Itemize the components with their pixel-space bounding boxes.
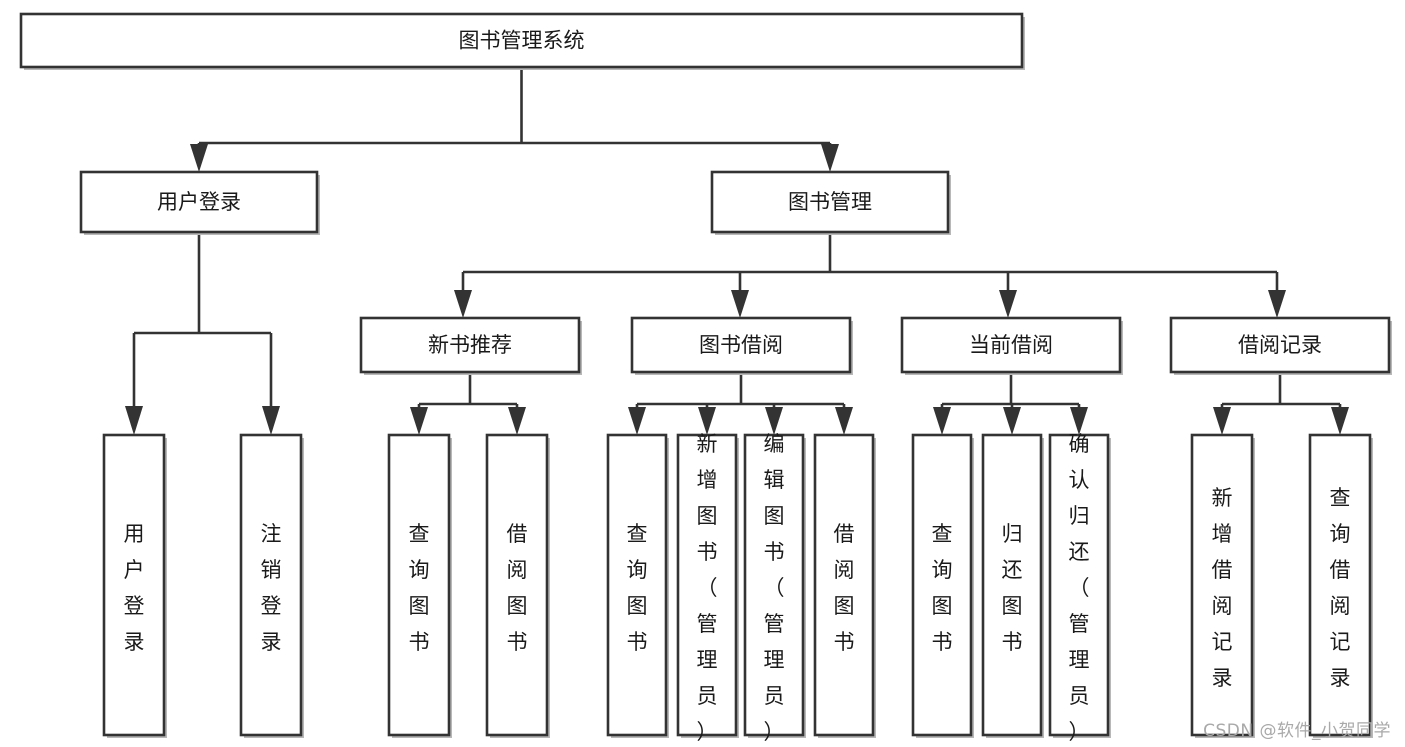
node-user-login[interactable]: 用户登录 xyxy=(79,170,320,235)
arrowhead-leaf-user-login xyxy=(125,406,143,435)
node-label: 查询图书 xyxy=(627,522,648,654)
node-root[interactable]: 图书管理系统 xyxy=(19,12,1025,70)
node-l-borrow-book-2[interactable]: 借阅图书 xyxy=(813,433,876,738)
node-label: 借阅记录 xyxy=(1238,333,1322,357)
node-label: 归还图书 xyxy=(1002,522,1023,654)
node-l-edit-book[interactable]: 编辑图书（管理员） xyxy=(743,432,806,744)
node-current-borrow[interactable]: 当前借阅 xyxy=(900,316,1123,375)
arrowhead-l-return-book xyxy=(1003,407,1021,435)
node-rect[interactable] xyxy=(102,433,166,737)
arrowhead-new-book-rec xyxy=(454,290,472,318)
node-l-query-book-3[interactable]: 查询图书 xyxy=(911,433,974,738)
node-leaf-user-login[interactable]: 用户登录 xyxy=(102,433,167,738)
node-label: 图书管理系统 xyxy=(459,29,585,53)
node-rect[interactable] xyxy=(900,316,1122,374)
node-l-add-record[interactable]: 新增借阅记录 xyxy=(1190,433,1255,738)
node-rect[interactable] xyxy=(743,433,805,737)
node-label: 查询图书 xyxy=(932,522,953,654)
node-label: 图书借阅 xyxy=(699,333,783,357)
node-new-book-rec[interactable]: 新书推荐 xyxy=(359,316,582,375)
arrowhead-l-add-record xyxy=(1213,407,1231,435)
arrowhead-l-query-record xyxy=(1331,407,1349,435)
node-label: 新书推荐 xyxy=(428,333,512,357)
node-label: 确认归还（管理员） xyxy=(1069,432,1090,744)
node-label: 编辑图书（管理员） xyxy=(764,432,785,744)
node-rect[interactable] xyxy=(1048,433,1110,737)
csdn-watermark: CSDN @软件_小贺同学 xyxy=(1203,721,1391,741)
node-rect[interactable] xyxy=(710,170,950,234)
node-rect[interactable] xyxy=(239,433,303,737)
node-l-add-book[interactable]: 新增图书（管理员） xyxy=(676,432,739,744)
node-l-confirm-return[interactable]: 确认归还（管理员） xyxy=(1048,432,1111,744)
node-rect[interactable] xyxy=(1169,316,1391,374)
arrowhead-l-edit-book xyxy=(765,407,783,435)
node-rect[interactable] xyxy=(630,316,852,374)
node-label: 查询借阅记录 xyxy=(1330,486,1351,690)
node-book-manage[interactable]: 图书管理 xyxy=(710,170,951,235)
node-label: 当前借阅 xyxy=(969,333,1053,357)
node-rect[interactable] xyxy=(485,433,549,737)
node-rect[interactable] xyxy=(981,433,1043,737)
node-leaf-user-logout[interactable]: 注销登录 xyxy=(239,433,304,738)
node-rect[interactable] xyxy=(1190,433,1254,737)
node-rect[interactable] xyxy=(1308,433,1372,737)
node-layer: 图书管理系统用户登录图书管理新书推荐图书借阅当前借阅借阅记录用户登录注销登录查询… xyxy=(19,12,1392,744)
node-l-query-book-1[interactable]: 查询图书 xyxy=(387,433,452,738)
node-rect[interactable] xyxy=(606,433,668,737)
node-rect[interactable] xyxy=(79,170,319,234)
node-l-query-record[interactable]: 查询借阅记录 xyxy=(1308,433,1373,738)
edge-layer xyxy=(125,67,1349,435)
arrowhead-l-confirm-return xyxy=(1070,407,1088,435)
arrowhead-current-borrow xyxy=(999,290,1017,318)
node-label: 新增图书（管理员） xyxy=(697,432,718,744)
arrowhead-book-borrow xyxy=(731,290,749,318)
node-l-query-book-2[interactable]: 查询图书 xyxy=(606,433,669,738)
node-rect[interactable] xyxy=(676,433,738,737)
node-rect[interactable] xyxy=(813,433,875,737)
node-l-borrow-book-1[interactable]: 借阅图书 xyxy=(485,433,550,738)
arrowhead-l-add-book xyxy=(698,407,716,435)
arrowhead-l-query-book-1 xyxy=(410,407,428,435)
node-label: 新增借阅记录 xyxy=(1212,486,1233,690)
arrowhead-user-login xyxy=(190,144,208,172)
node-label: 用户登录 xyxy=(124,522,145,654)
arrowhead-l-borrow-book-1 xyxy=(508,407,526,435)
node-borrow-record[interactable]: 借阅记录 xyxy=(1169,316,1392,375)
node-rect[interactable] xyxy=(387,433,451,737)
node-rect[interactable] xyxy=(911,433,973,737)
node-label: 借阅图书 xyxy=(507,522,528,654)
node-label: 注销登录 xyxy=(261,522,282,654)
arrowhead-l-query-book-2 xyxy=(628,407,646,435)
node-book-borrow[interactable]: 图书借阅 xyxy=(630,316,853,375)
arrowhead-l-query-book-3 xyxy=(933,407,951,435)
arrowhead-borrow-record xyxy=(1268,290,1286,318)
node-label: 用户登录 xyxy=(157,190,241,214)
arrowhead-l-borrow-book-2 xyxy=(835,407,853,435)
node-label: 借阅图书 xyxy=(834,522,855,654)
node-label: 查询图书 xyxy=(409,522,430,654)
node-l-return-book[interactable]: 归还图书 xyxy=(981,433,1044,738)
arrowhead-leaf-user-logout xyxy=(262,406,280,435)
arrowhead-book-manage xyxy=(821,144,839,172)
node-label: 图书管理 xyxy=(788,190,872,214)
node-rect[interactable] xyxy=(359,316,581,374)
node-rect[interactable] xyxy=(19,12,1024,69)
